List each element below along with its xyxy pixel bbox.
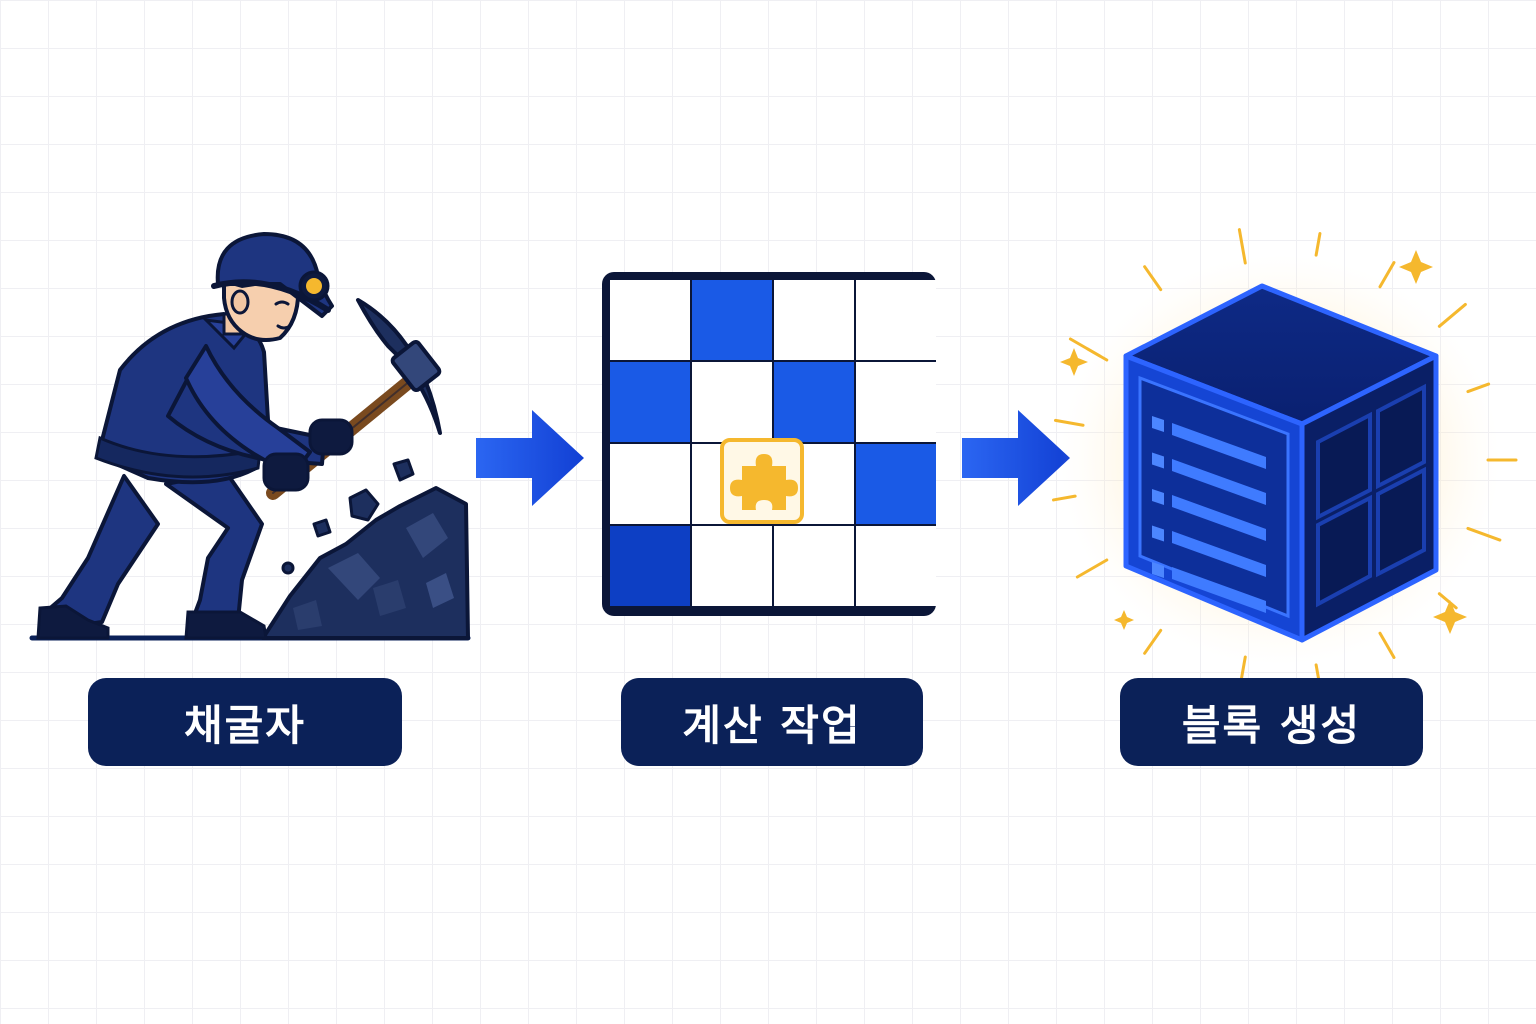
grid-cell (774, 280, 854, 360)
grid-cell (856, 280, 936, 360)
grid-cell (692, 526, 772, 606)
grid-cell (774, 362, 854, 442)
puzzle-piece-icon (720, 438, 804, 524)
glow-ray (1053, 418, 1085, 427)
right-arrow-icon (962, 410, 1070, 506)
grid-cell (856, 362, 936, 442)
glow-ray (1239, 655, 1247, 680)
grid-cell (774, 526, 854, 606)
grid-cell (856, 444, 936, 524)
grid-cell (856, 526, 936, 606)
miner-with-pickaxe-icon (29, 232, 471, 641)
glow-ray (1314, 231, 1322, 257)
block-row-bullet (1152, 489, 1164, 505)
step-label-block-creation: 블록 생성 (1120, 678, 1423, 766)
grid-cell (692, 362, 772, 442)
grid-cell (610, 444, 690, 524)
glow-ray (1051, 494, 1077, 502)
glow-ray (1378, 631, 1396, 659)
rock-pile-icon (261, 486, 470, 640)
block-row-bar (1172, 459, 1266, 505)
block-row-bar (1172, 567, 1266, 613)
glow-ray (1143, 265, 1163, 292)
glow-ray (1466, 526, 1502, 542)
step-label-computation: 계산 작업 (621, 678, 923, 766)
glow-ray (1075, 558, 1109, 579)
glow-ray (1437, 302, 1467, 328)
step-label-miner: 채굴자 (88, 678, 402, 766)
block-row-bar (1172, 531, 1266, 577)
step-label-text: 블록 생성 (1181, 700, 1362, 750)
right-arrow-icon (476, 410, 584, 506)
block-row-bullet (1152, 562, 1164, 578)
glow-ray (1237, 228, 1247, 265)
glow-ray (1466, 382, 1491, 394)
grid-cell (692, 280, 772, 360)
glow-ray (1314, 663, 1321, 680)
grid-cell (610, 526, 690, 606)
step-label-text: 계산 작업 (682, 700, 862, 750)
sparkle-icon (1060, 250, 1467, 634)
glow-ray (1378, 261, 1396, 289)
block-row-bar (1172, 495, 1266, 541)
block-row-bullet (1152, 452, 1164, 469)
block-row-bullet (1152, 525, 1164, 542)
glowing-block-cube-icon (1051, 228, 1518, 680)
glow-ray (1437, 592, 1458, 610)
grid-cell (610, 362, 690, 442)
glow-ray (1068, 337, 1102, 358)
puzzle-grid-icon (602, 272, 936, 616)
glow-ray (1143, 628, 1163, 655)
block-row-bullet (1152, 416, 1164, 432)
step-label-text: 채굴자 (184, 700, 306, 750)
grid-cell (610, 280, 690, 360)
block-row-bar (1172, 423, 1266, 469)
